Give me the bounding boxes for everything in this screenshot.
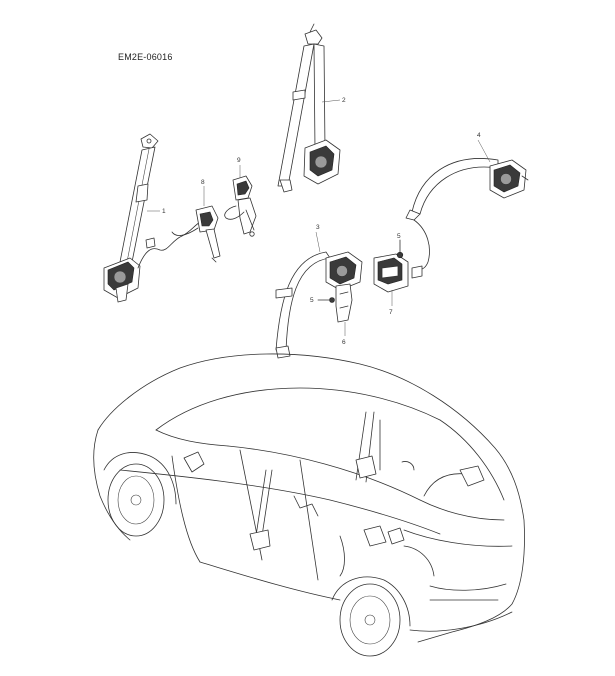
callout-6: 6 bbox=[342, 339, 346, 346]
callout-7: 7 bbox=[389, 309, 393, 316]
callout-9: 9 bbox=[237, 157, 241, 164]
part-front-buckle bbox=[171, 205, 221, 263]
part-bracket-7 bbox=[373, 239, 409, 293]
callout-5a: 5 bbox=[310, 297, 314, 304]
part-buckle-bracket bbox=[224, 175, 257, 237]
part-front-seat-belt bbox=[103, 133, 201, 303]
callout-1: 1 bbox=[162, 208, 166, 215]
leader-lines bbox=[147, 99, 491, 336]
vehicle-outline bbox=[93, 353, 525, 657]
part-rear-seat-belt-right bbox=[405, 158, 529, 279]
callout-2: 2 bbox=[342, 97, 346, 104]
callout-5b: 5 bbox=[397, 233, 401, 240]
callout-3: 3 bbox=[316, 224, 320, 231]
part-rear-seat-belt-center bbox=[277, 23, 341, 193]
callout-8: 8 bbox=[201, 179, 205, 186]
callout-4: 4 bbox=[477, 132, 481, 139]
part-rear-seat-belt-middle bbox=[275, 251, 363, 359]
callout-labels: 1 2 3 4 5 5 6 7 8 9 bbox=[162, 97, 481, 346]
reference-code: EM2E-06016 bbox=[118, 52, 173, 62]
part-bracket-6 bbox=[317, 283, 353, 323]
